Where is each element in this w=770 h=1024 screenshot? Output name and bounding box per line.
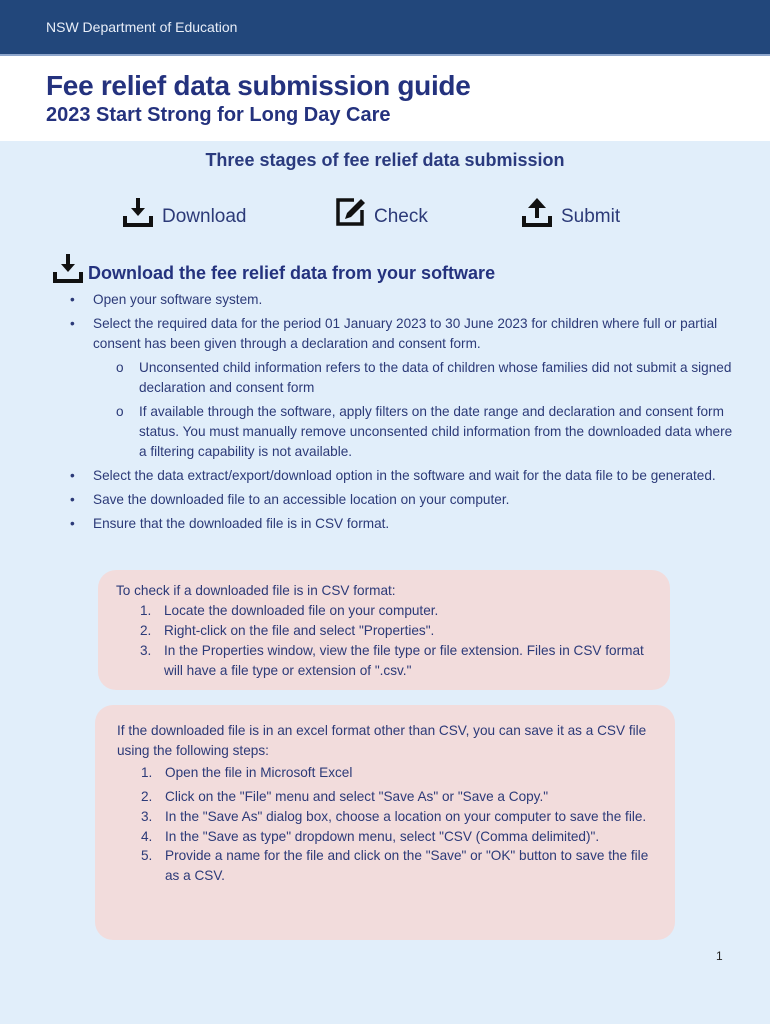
page-number: 1: [716, 949, 723, 963]
upload-icon: [522, 198, 552, 227]
list-item: Open your software system.: [68, 290, 733, 310]
instruction-list: Open your software system. Select the re…: [68, 290, 733, 538]
download-icon: [53, 254, 83, 283]
section-heading: Download the fee relief data from your s…: [52, 252, 495, 284]
edit-check-icon: [336, 198, 365, 226]
csv-check-callout: To check if a downloaded file is in CSV …: [98, 570, 670, 690]
step-item: 3.In the "Save As" dialog box, choose a …: [141, 808, 647, 824]
list-item: Select the data extract/export/download …: [68, 466, 733, 486]
header-bar: NSW Department of Education: [0, 0, 770, 56]
page-title: Fee relief data submission guide: [46, 70, 471, 101]
stages-heading: Three stages of fee relief data submissi…: [205, 150, 565, 170]
download-icon: [123, 198, 153, 227]
step-item: 2.Click on the "File" menu and select "S…: [141, 789, 549, 805]
list-item: Select the required data for the period …: [68, 314, 733, 354]
list-item: Ensure that the downloaded file is in CS…: [68, 514, 733, 534]
step-item: 5.Provide a name for the file and click …: [141, 848, 649, 883]
step-item: 1.Open the file in Microsoft Excel: [141, 765, 353, 781]
callout-intro: To check if a downloaded file is in CSV …: [116, 583, 396, 598]
step-item: 4.In the "Save as type" dropdown menu, s…: [141, 828, 600, 844]
section-heading-text: Download the fee relief data from your s…: [88, 263, 496, 283]
callout-intro: If the downloaded file is in an excel fo…: [117, 723, 647, 758]
step-item: 2.Right-click on the file and select "Pr…: [140, 623, 435, 638]
stage-download: Download: [122, 196, 247, 228]
list-item: Save the downloaded file to an accessibl…: [68, 490, 733, 510]
stage-check: Check: [334, 196, 428, 228]
step-item: 3.In the Properties window, view the fil…: [140, 643, 644, 678]
title-band: [0, 56, 770, 141]
sub-list-item: Unconsented child information refers to …: [68, 358, 733, 398]
stage-submit: Submit: [521, 196, 620, 228]
page-subtitle: 2023 Start Strong for Long Day Care: [46, 104, 391, 126]
stage-label: Check: [374, 206, 428, 227]
stage-label: Submit: [561, 206, 621, 227]
step-item: 1.Locate the downloaded file on your com…: [140, 603, 439, 618]
stage-label: Download: [162, 206, 247, 227]
sub-list-item: If available through the software, apply…: [68, 402, 733, 462]
org-name: NSW Department of Education: [46, 19, 238, 35]
excel-to-csv-callout: If the downloaded file is in an excel fo…: [95, 705, 675, 940]
